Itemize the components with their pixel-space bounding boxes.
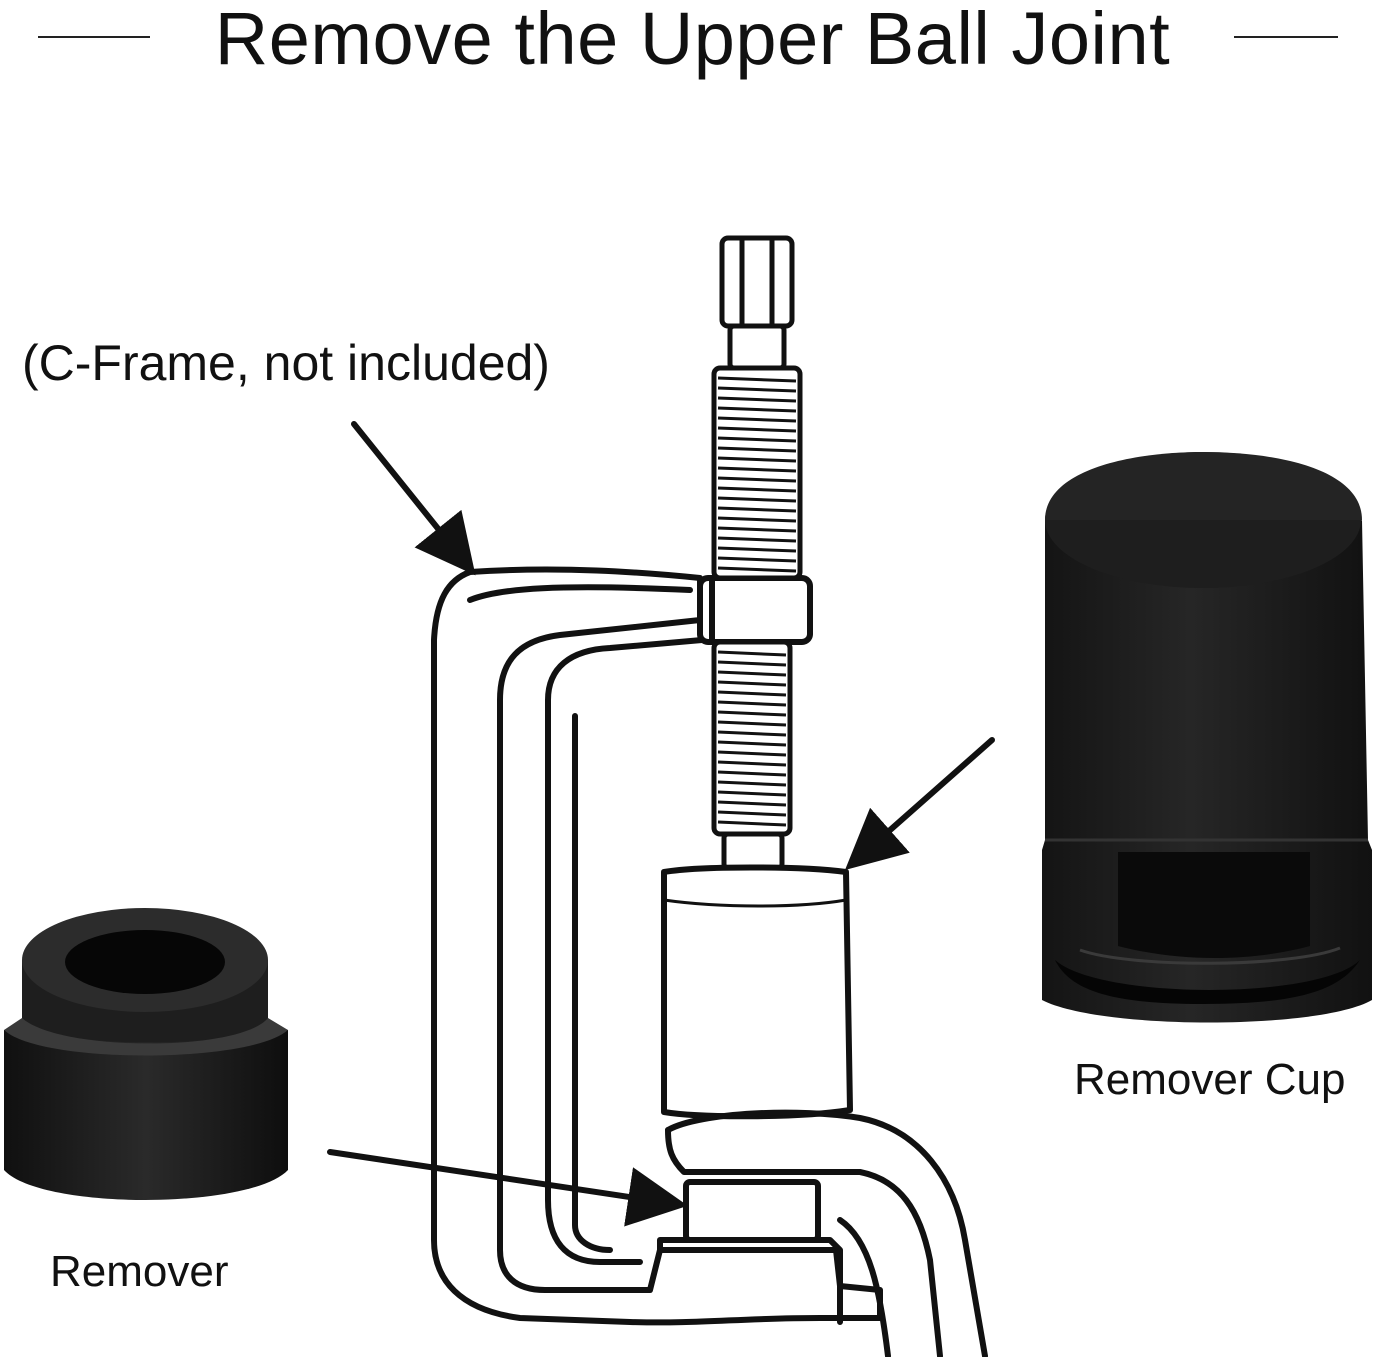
label-c-frame: (C-Frame, not included) — [22, 335, 550, 391]
screw-thread-line — [717, 740, 787, 747]
screw-thread-line — [717, 556, 797, 563]
title-rule-right — [1234, 36, 1338, 38]
c-frame-top-lip — [467, 584, 693, 603]
c-frame-inner-2 — [572, 713, 613, 1253]
screw-thread-line — [717, 446, 797, 453]
screw-thread-lines — [717, 376, 797, 827]
screw-thread-line — [717, 760, 787, 767]
remover-cup-slot — [1118, 852, 1310, 958]
screw-thread-line — [717, 700, 787, 707]
screw-thread-line — [717, 406, 797, 413]
screw-thread-line — [717, 720, 787, 727]
c-frame-inner — [545, 637, 705, 1265]
screw-thread-line — [717, 690, 787, 697]
screw-thread-line — [717, 730, 787, 737]
screw-thread-line — [717, 506, 797, 513]
screw-thread-line — [717, 456, 797, 463]
screw-thread-line — [717, 526, 797, 533]
label-remover: Remover — [50, 1247, 229, 1296]
arrow-remover-cup — [845, 737, 995, 870]
c-frame-drawing — [431, 566, 883, 1326]
screw-thread-line — [717, 496, 797, 503]
screw-hex-head — [719, 235, 795, 329]
arrow-remover — [327, 1149, 688, 1227]
screw-thread-line — [717, 536, 797, 543]
remover-cup-product — [1042, 452, 1372, 1023]
screw-thread-line — [717, 650, 787, 657]
screw-thread-line — [717, 710, 787, 717]
screw-neck — [727, 323, 787, 371]
frame-boss — [697, 575, 813, 645]
screw-tip — [721, 831, 785, 871]
bottom-jaw — [657, 1237, 843, 1325]
screw-thread-line — [717, 680, 787, 687]
screw-thread-line — [717, 416, 797, 423]
screw-thread-line — [717, 476, 797, 483]
screw-thread-line — [717, 780, 787, 787]
callout-arrows — [327, 421, 995, 1227]
screw-thread-line — [717, 820, 787, 827]
drawing-remover-cup — [661, 864, 853, 1120]
title-rule-left — [38, 36, 150, 38]
remover-body — [4, 1030, 288, 1200]
screw-thread-line — [717, 810, 787, 817]
control-arm — [665, 1109, 988, 1357]
remover-bore — [65, 930, 225, 994]
screw-thread-line — [717, 396, 797, 403]
remover-product — [4, 908, 288, 1200]
screw-thread-line — [717, 436, 797, 443]
arrow-c-frame — [351, 421, 476, 576]
screw-thread-line — [717, 670, 787, 677]
screw-thread-line — [717, 426, 797, 433]
forcing-screw — [711, 235, 803, 871]
screw-thread-line — [717, 800, 787, 807]
screw-thread-line — [717, 466, 797, 473]
screw-thread-line — [717, 660, 787, 667]
screw-thread-line — [717, 486, 797, 493]
screw-thread-line — [717, 770, 787, 777]
screw-thread-line — [717, 516, 797, 523]
drawing-remover — [683, 1179, 821, 1243]
screw-thread-line — [717, 750, 787, 757]
screw-thread-line — [717, 790, 787, 797]
page-title: Remove the Upper Ball Joint — [214, 0, 1171, 80]
label-remover-cup: Remover Cup — [1074, 1055, 1346, 1104]
screw-thread-line — [717, 566, 797, 573]
screw-thread-line — [717, 386, 797, 393]
screw-thread-line — [717, 376, 797, 383]
screw-thread-line — [717, 546, 797, 553]
